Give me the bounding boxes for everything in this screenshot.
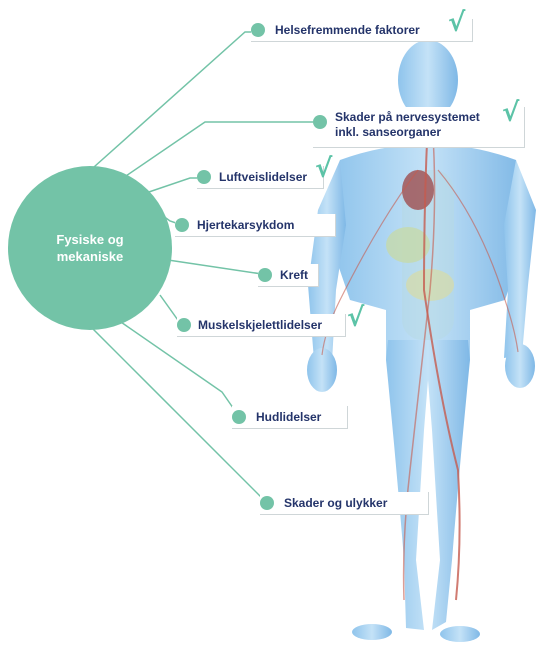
bullet-dot — [260, 496, 274, 510]
category-label: Helsefremmende faktorer — [275, 23, 420, 38]
bullet-dot — [313, 115, 327, 129]
category-kreft: Kreft — [258, 264, 319, 287]
category-label-line2: inkl. sanseorganer — [335, 125, 480, 140]
category-hjertekarsykdom: Hjertekarsykdom — [175, 214, 336, 237]
bullet-dot — [258, 268, 272, 282]
category-helsefremmende-faktorer: Helsefremmende faktorer — [251, 19, 473, 42]
category-label: Kreft — [280, 268, 308, 283]
checkmark-icon: √ — [315, 156, 332, 182]
connector-line — [85, 32, 258, 175]
category-label-group: Skader på nervesystemet inkl. sanseorgan… — [335, 110, 480, 140]
category-label: Hjertekarsykdom — [197, 218, 294, 233]
bullet-dot — [177, 318, 191, 332]
connector-line — [168, 260, 262, 274]
checkmark-icon: √ — [448, 10, 465, 36]
category-label: Hudlidelser — [256, 410, 321, 425]
category-luftveislidelser: Luftveislidelser — [197, 166, 324, 189]
checkmark-icon: √ — [502, 100, 519, 126]
bullet-dot — [251, 23, 265, 37]
central-category-label-line1: Fysiske og — [56, 231, 123, 248]
category-skader-nervesystemet: Skader på nervesystemet inkl. sanseorgan… — [313, 107, 525, 148]
category-hudlidelser: Hudlidelser — [232, 406, 348, 429]
category-muskelskjelettlidelser: Muskelskjelettlidelser — [177, 314, 346, 337]
bullet-dot — [197, 170, 211, 184]
category-label: Luftveislidelser — [219, 170, 307, 185]
bullet-dot — [175, 218, 189, 232]
category-skader-og-ulykker: Skader og ulykker — [260, 492, 429, 515]
central-category-label-line2: mekaniske — [57, 248, 124, 265]
category-label-line1: Skader på nervesystemet — [335, 110, 480, 125]
bullet-dot — [232, 410, 246, 424]
category-label: Skader og ulykker — [284, 496, 387, 511]
category-label: Muskelskjelettlidelser — [198, 318, 322, 333]
checkmark-icon: √ — [347, 305, 364, 331]
central-category-circle: Fysiske og mekaniske — [8, 166, 172, 330]
